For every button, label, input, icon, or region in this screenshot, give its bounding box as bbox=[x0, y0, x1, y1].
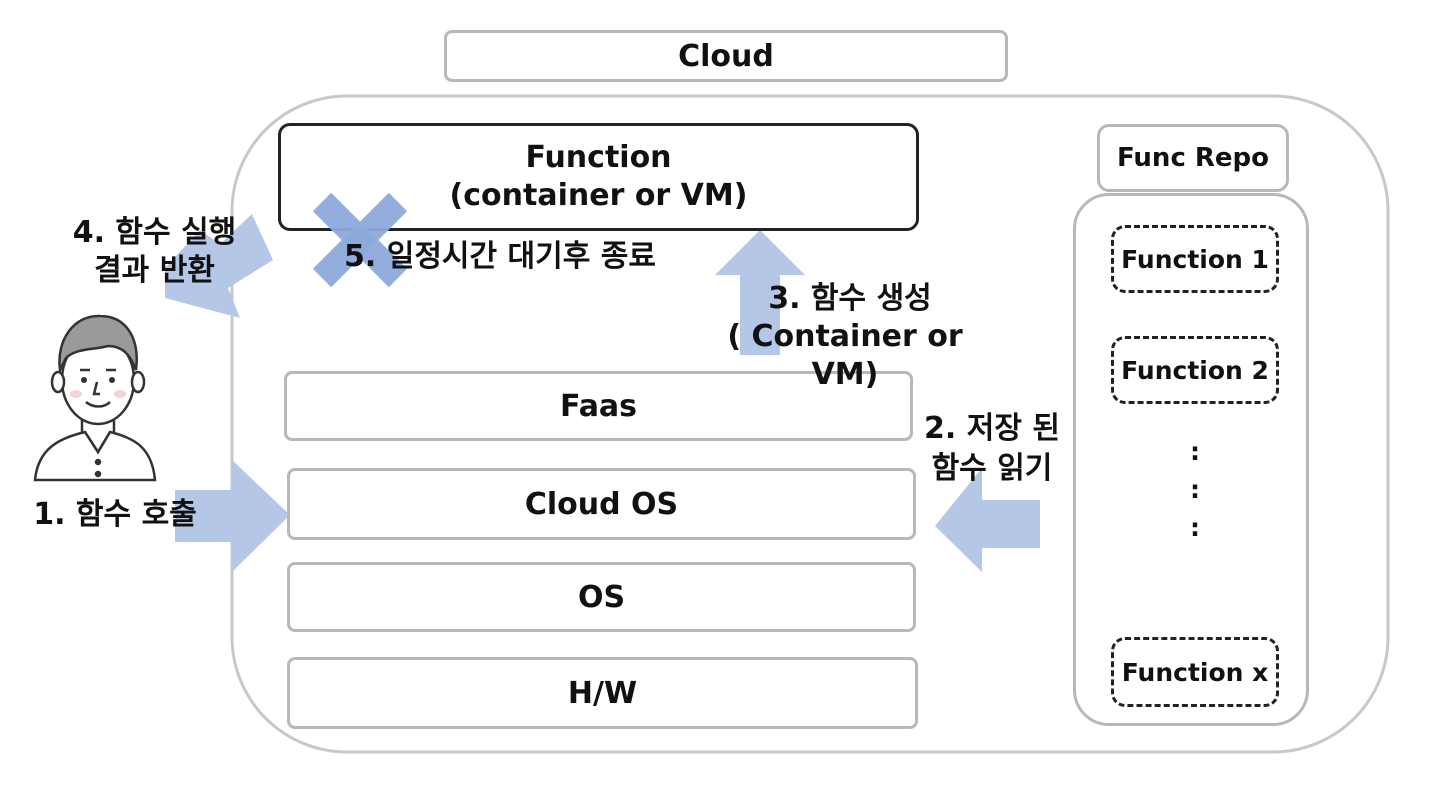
cloud-title: Cloud bbox=[444, 30, 1008, 82]
layer-os: OS bbox=[287, 562, 916, 632]
step-4-label-line1: 4. 함수 실행 bbox=[72, 215, 237, 250]
function-box: Function (container or VM) bbox=[278, 123, 919, 231]
repo-item-function-2: Function 2 bbox=[1111, 336, 1279, 404]
layer-cloud-os: Cloud OS bbox=[287, 468, 916, 540]
step-2-label-line2: 함수 읽기 bbox=[931, 451, 1053, 486]
layer-faas: Faas bbox=[284, 371, 913, 441]
repo-title: Func Repo bbox=[1097, 124, 1289, 192]
function-subtitle: (container or VM) bbox=[449, 178, 748, 213]
step-5-label: 5. 일정시간 대기후 종료 bbox=[344, 239, 657, 274]
person-icon bbox=[33, 314, 157, 482]
step-3-label-line1: 3. 함수 생성 bbox=[768, 281, 932, 316]
repo-item-function-x: Function x bbox=[1111, 637, 1279, 707]
function-title: Function bbox=[525, 140, 672, 175]
repo-ellipsis-1: : bbox=[1190, 436, 1200, 466]
arrow-create bbox=[715, 230, 805, 355]
layer-hw: H/W bbox=[287, 657, 918, 729]
repo-ellipsis-2: : bbox=[1190, 474, 1200, 504]
step-3-label-line2: ( Container or VM) bbox=[727, 319, 963, 392]
repo-item-function-1: Function 1 bbox=[1111, 225, 1279, 293]
step-4-label-line2: 결과 반환 bbox=[94, 253, 215, 288]
arrow-read bbox=[935, 468, 1040, 572]
step-1-label: 1. 함수 호출 bbox=[33, 497, 197, 532]
arrow-call bbox=[175, 460, 290, 572]
repo-ellipsis-3: : bbox=[1190, 512, 1200, 542]
arrow-return bbox=[165, 214, 273, 318]
step-2-label-line1: 2. 저장 된 bbox=[924, 411, 1060, 446]
